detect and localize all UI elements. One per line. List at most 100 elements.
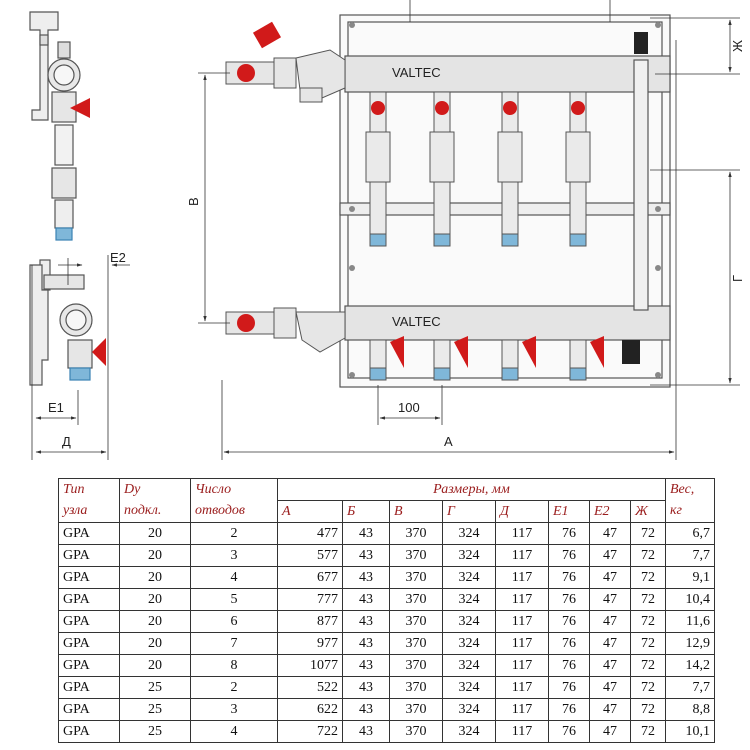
table-cell: 324 bbox=[442, 522, 496, 545]
header-col-e2: Е2 bbox=[589, 500, 631, 523]
table-cell: 877 bbox=[277, 610, 343, 633]
table-cell: 8 bbox=[190, 654, 278, 677]
table-cell: 76 bbox=[548, 610, 590, 633]
header-num: Число bbox=[190, 478, 278, 501]
header-col-v: В bbox=[389, 500, 443, 523]
table-cell: 20 bbox=[119, 588, 191, 611]
table-cell: 117 bbox=[495, 654, 549, 677]
table-cell: 522 bbox=[277, 676, 343, 699]
table-cell: 11,6 bbox=[665, 610, 715, 633]
table-cell: 20 bbox=[119, 632, 191, 655]
table-cell: 117 bbox=[495, 676, 549, 699]
table-cell: 777 bbox=[277, 588, 343, 611]
header-col-a: А bbox=[277, 500, 343, 523]
table-cell: 8,8 bbox=[665, 698, 715, 721]
table-cell: 47 bbox=[589, 544, 631, 567]
table-cell: 43 bbox=[342, 654, 390, 677]
table-cell: 370 bbox=[389, 588, 443, 611]
table-cell: 72 bbox=[630, 654, 666, 677]
table-cell: 370 bbox=[389, 522, 443, 545]
table-cell: 72 bbox=[630, 720, 666, 743]
table-cell: 324 bbox=[442, 588, 496, 611]
table-cell: 20 bbox=[119, 654, 191, 677]
spec-table: Тип Dy Число Размеры, мм Вес, узла подкл… bbox=[58, 478, 715, 743]
table-cell: 47 bbox=[589, 610, 631, 633]
header-sizes: Размеры, мм bbox=[277, 478, 666, 501]
table-cell: 72 bbox=[630, 698, 666, 721]
table-cell: 9,1 bbox=[665, 566, 715, 589]
dim-e2-label: Е2 bbox=[110, 250, 126, 265]
header-type-2: узла bbox=[58, 500, 120, 523]
table-cell: 43 bbox=[342, 610, 390, 633]
table-cell: GPA bbox=[58, 566, 120, 589]
table-cell: 47 bbox=[589, 654, 631, 677]
header-col-zh: Ж bbox=[630, 500, 666, 523]
table-cell: 324 bbox=[442, 654, 496, 677]
header-num-2: отводов bbox=[190, 500, 278, 523]
dim-zh-label: Ж bbox=[730, 40, 745, 52]
table-cell: 3 bbox=[190, 544, 278, 567]
table-cell: 43 bbox=[342, 720, 390, 743]
side-valve-handle-top bbox=[70, 98, 90, 118]
header-weight: Вес, bbox=[665, 478, 715, 501]
table-cell: 72 bbox=[630, 588, 666, 611]
dim-d-label: Д bbox=[62, 434, 71, 449]
table-cell: 47 bbox=[589, 566, 631, 589]
table-cell: 20 bbox=[119, 610, 191, 633]
table-cell: 117 bbox=[495, 544, 549, 567]
table-cell: 370 bbox=[389, 544, 443, 567]
table-cell: 47 bbox=[589, 698, 631, 721]
table-cell: 76 bbox=[548, 588, 590, 611]
table-cell: 10,1 bbox=[665, 720, 715, 743]
table-cell: 76 bbox=[548, 676, 590, 699]
table-cell: 43 bbox=[342, 676, 390, 699]
table-cell: 43 bbox=[342, 566, 390, 589]
table-cell: 324 bbox=[442, 610, 496, 633]
table-cell: 6 bbox=[190, 610, 278, 633]
table-cell: 43 bbox=[342, 698, 390, 721]
table-cell: 76 bbox=[548, 632, 590, 655]
table-cell: 20 bbox=[119, 544, 191, 567]
table-cell: 2 bbox=[190, 522, 278, 545]
table-cell: GPA bbox=[58, 720, 120, 743]
table-cell: 370 bbox=[389, 610, 443, 633]
table-cell: 3 bbox=[190, 698, 278, 721]
header-col-d: Д bbox=[495, 500, 549, 523]
table-cell: 20 bbox=[119, 522, 191, 545]
table-cell: 43 bbox=[342, 632, 390, 655]
side-valve-handle-bottom bbox=[92, 338, 106, 366]
table-cell: 370 bbox=[389, 698, 443, 721]
table-cell: 14,2 bbox=[665, 654, 715, 677]
table-cell: 47 bbox=[589, 676, 631, 699]
table-cell: 76 bbox=[548, 654, 590, 677]
table-cell: 677 bbox=[277, 566, 343, 589]
table-cell: 72 bbox=[630, 522, 666, 545]
table-cell: 370 bbox=[389, 676, 443, 699]
table-cell: 43 bbox=[342, 544, 390, 567]
table-cell: 25 bbox=[119, 720, 191, 743]
table-cell: 47 bbox=[589, 632, 631, 655]
table-cell: 477 bbox=[277, 522, 343, 545]
dim-step-label: 100 bbox=[398, 400, 420, 415]
table-cell: 117 bbox=[495, 610, 549, 633]
table-cell: 72 bbox=[630, 544, 666, 567]
table-cell: 324 bbox=[442, 720, 496, 743]
table-cell: 76 bbox=[548, 566, 590, 589]
table-cell: 370 bbox=[389, 654, 443, 677]
header-col-g: Г bbox=[442, 500, 496, 523]
table-cell: 47 bbox=[589, 720, 631, 743]
table-cell: 76 bbox=[548, 522, 590, 545]
table-cell: 72 bbox=[630, 610, 666, 633]
table-cell: 324 bbox=[442, 566, 496, 589]
table-cell: 4 bbox=[190, 720, 278, 743]
header-dy-2: подкл. bbox=[119, 500, 191, 523]
table-cell: GPA bbox=[58, 588, 120, 611]
table-cell: 20 bbox=[119, 566, 191, 589]
